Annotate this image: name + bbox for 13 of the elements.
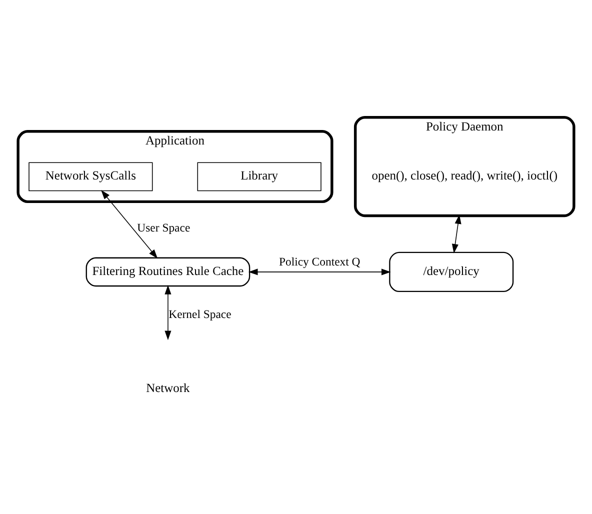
node-box: Library <box>197 162 322 192</box>
edge-label: Policy Context Q <box>278 256 360 269</box>
node-box: Filtering Routines Rule Cache <box>86 257 250 287</box>
arrow <box>164 284 172 340</box>
label: Network <box>146 380 190 395</box>
edge-label: User Space <box>137 221 190 234</box>
arrow <box>452 214 462 254</box>
arrow <box>248 268 391 276</box>
arrow <box>101 190 158 259</box>
node-text: open(), close(), read(), write(), ioctl() <box>372 168 558 183</box>
node-box: Network SysCalls <box>28 162 153 192</box>
edge-label: Kernel Space <box>168 308 232 321</box>
node-box: /dev/policy <box>389 252 514 292</box>
